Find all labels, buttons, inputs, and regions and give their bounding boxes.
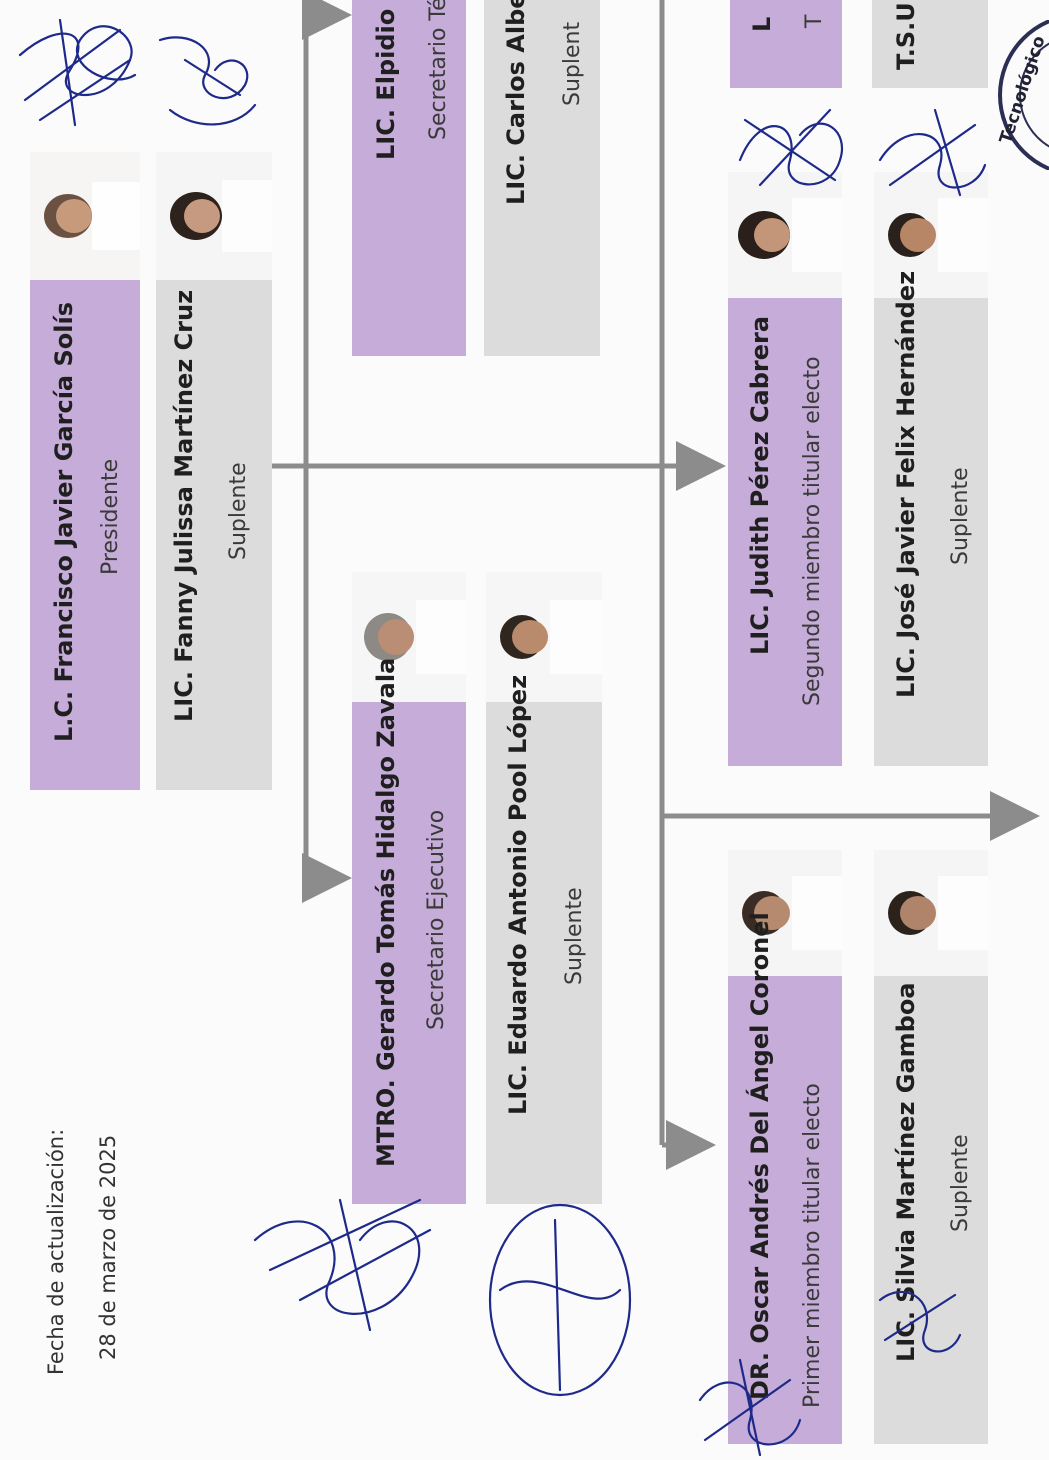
card-tercer-miembro-suplente [872, 0, 988, 88]
primer-miembro-suplente-role: Suplente [948, 1134, 973, 1232]
photo-segundo-miembro [728, 172, 842, 298]
secretario-tecnico-name: LIC. Elpidio Oso [372, 0, 400, 160]
presidente-suplente-role: Suplente [226, 462, 251, 560]
photo-presidente-suplente [156, 152, 272, 280]
tercer-miembro-role: T [802, 14, 827, 28]
card-secretario-tecnico-suplente [484, 0, 600, 356]
segundo-miembro-suplente-role: Suplente [948, 467, 973, 565]
update-label: Fecha de actualización: [44, 1128, 68, 1375]
segundo-miembro-name: LIC. Judith Pérez Cabrera [746, 315, 774, 655]
photo-presidente [30, 152, 140, 280]
photo-secretario-ejecutivo-suplente [486, 572, 602, 702]
secretario-ejecutivo-role: Secretario Ejecutivo [424, 809, 449, 1030]
presidente-suplente-name: LIC. Fanny Julissa Martínez Cruz [170, 289, 198, 722]
primer-miembro-name: DR. Oscar Andrés Del Ángel Coronel [746, 912, 774, 1400]
card-tercer-miembro [730, 0, 842, 88]
presidente-name: L.C. Francisco Javier García Solís [50, 302, 78, 742]
photo-primer-miembro [728, 850, 842, 976]
segundo-miembro-suplente-name: LIC. José Javier Felix Hernández [892, 270, 920, 698]
presidente-role: Presidente [98, 458, 123, 575]
segundo-miembro-role: Segundo miembro titular electo [800, 356, 825, 706]
official-stamp [998, 20, 1049, 170]
tercer-miembro-name: L [748, 16, 776, 32]
photo-primer-miembro-suplente [874, 850, 988, 976]
secretario-ejecutivo-suplente-name: LIC. Eduardo Antonio Pool López [504, 674, 532, 1115]
secretario-ejecutivo-name: MTRO. Gerardo Tomás Hidalgo Zavala [372, 657, 400, 1167]
secretario-tecnico-suplente-name: LIC. Carlos Alberto [502, 0, 530, 205]
tercer-miembro-suplente-name: T.S.U [892, 2, 920, 70]
secretario-tecnico-role: Secretario Té [426, 0, 451, 140]
primer-miembro-suplente-name: LIC. Silvia Martínez Gamboa [892, 982, 920, 1362]
secretario-ejecutivo-suplente-role: Suplente [562, 887, 587, 985]
photo-secretario-ejecutivo [352, 572, 466, 702]
card-secretario-tecnico [352, 0, 466, 356]
update-date: 28 de marzo de 2025 [96, 1134, 120, 1360]
secretario-tecnico-suplente-role: Suplent [560, 21, 585, 106]
primer-miembro-role: Primer miembro titular electo [800, 1083, 825, 1408]
